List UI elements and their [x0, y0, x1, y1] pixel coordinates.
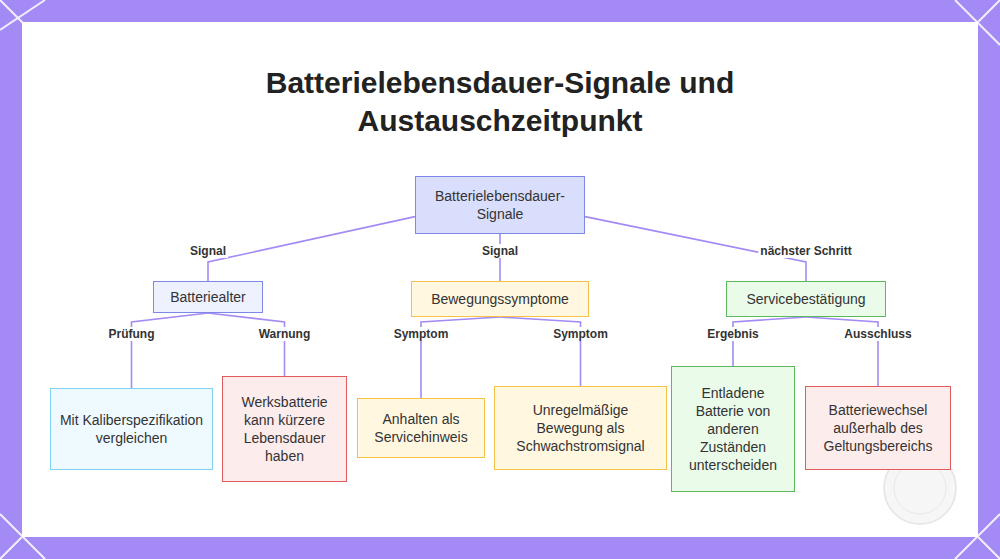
topic-box: Bewegungssymptome — [411, 281, 589, 317]
edge-label: Symptom — [392, 327, 451, 341]
connector-line — [733, 317, 806, 366]
node-text: Entladene Batterie von anderen Zuständen… — [680, 384, 786, 474]
node-text: Batteriewechsel außerhalb des Geltungsbe… — [814, 401, 942, 455]
diagram-title: Batterielebensdauer-Signale und Austausc… — [220, 64, 780, 140]
topic-box: Werksbatterie kann kürzere Lebensdauer h… — [222, 376, 347, 482]
root-box: Batterielebensdauer-Signale — [415, 176, 585, 234]
edge-label: Ergebnis — [705, 327, 760, 341]
topic-box: Unregelmäßige Bewegung als Schwachstroms… — [494, 386, 667, 470]
edge-label: Signal — [480, 244, 520, 258]
topic-box: Entladene Batterie von anderen Zuständen… — [671, 366, 795, 492]
topic-box: Servicebestätigung — [726, 281, 886, 317]
node-text: Werksbatterie kann kürzere Lebensdauer h… — [231, 393, 338, 465]
topic-box: Mit Kaliberspezifikation vergleichen — [50, 388, 213, 470]
edge-label: Symptom — [551, 327, 610, 341]
edge-label: Signal — [188, 244, 228, 258]
topic-box: Batteriealter — [153, 281, 263, 313]
connector-line — [132, 313, 209, 388]
node-text: Unregelmäßige Bewegung als Schwachstroms… — [503, 401, 658, 455]
node-text: Batterielebensdauer-Signale — [424, 187, 576, 223]
node-text: Servicebestätigung — [746, 290, 865, 308]
edge-label: Warnung — [257, 327, 313, 341]
edge-label: nächster Schritt — [758, 244, 853, 258]
topic-box: Anhalten als Servicehinweis — [357, 398, 485, 458]
node-text: Anhalten als Servicehinweis — [366, 410, 476, 446]
node-text: Mit Kaliberspezifikation vergleichen — [59, 411, 204, 447]
topic-box: Batteriewechsel außerhalb des Geltungsbe… — [805, 386, 951, 470]
node-text: Batteriealter — [170, 288, 245, 306]
connector-line — [208, 313, 285, 376]
edge-label: Prüfung — [107, 327, 157, 341]
connector-line — [208, 217, 415, 281]
edge-label: Ausschluss — [842, 327, 913, 341]
node-text: Bewegungssymptome — [431, 290, 569, 308]
